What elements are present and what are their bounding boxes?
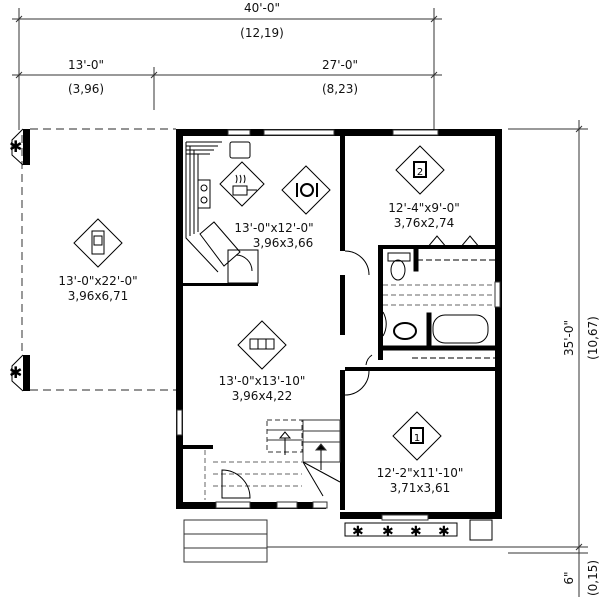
garage-outline bbox=[21, 128, 176, 391]
dimension-lines-right bbox=[508, 120, 588, 597]
foyer-tiles bbox=[204, 450, 302, 500]
plant-icon: ✱ bbox=[438, 524, 450, 540]
dimension-lines-top bbox=[12, 8, 442, 130]
entry-door[interactable] bbox=[221, 469, 251, 499]
garage-pillar-top: ✱ bbox=[9, 128, 30, 166]
bedroom-2-icon: 2 bbox=[395, 145, 445, 195]
living-window bbox=[176, 409, 183, 436]
bedroom-1-number: 1 bbox=[414, 433, 420, 444]
plant-icon: ✱ bbox=[382, 524, 394, 540]
garage-size-metric: 3,96x6,71 bbox=[68, 289, 129, 303]
overall-width-metric: (12,19) bbox=[240, 26, 284, 40]
left-width-metric: (3,96) bbox=[68, 82, 104, 96]
windows-top bbox=[227, 129, 439, 136]
kitchen-cooking-icon bbox=[219, 161, 265, 207]
living-sofa-icon bbox=[237, 320, 287, 370]
bedroom-1-size-metric: 3,71x3,61 bbox=[390, 481, 451, 495]
living-size-metric: 3,96x4,22 bbox=[232, 389, 293, 403]
entry-steps bbox=[183, 519, 508, 563]
overall-width-imperial: 40'-0" bbox=[244, 1, 280, 15]
plant-icon: ✱ bbox=[9, 363, 22, 382]
garage-car-icon bbox=[73, 218, 123, 268]
plant-icon: ✱ bbox=[9, 137, 22, 156]
planter-box: ✱ ✱ ✱ ✱ bbox=[344, 519, 493, 541]
plant-icon: ✱ bbox=[352, 524, 364, 540]
dining-plate-icon bbox=[281, 165, 331, 215]
bedroom-1-window bbox=[381, 514, 429, 521]
right-width-metric: (8,23) bbox=[322, 82, 358, 96]
garage-size-imperial: 13'-0"x22'-0" bbox=[58, 274, 137, 288]
bedroom-1-door[interactable] bbox=[344, 370, 370, 396]
offset-depth-imperial: 6" bbox=[562, 571, 576, 584]
kitchen-size-metric: 3,96x3,66 bbox=[253, 236, 314, 250]
right-width-imperial: 27'-0" bbox=[322, 58, 358, 72]
bedroom-2-size-metric: 3,76x2,74 bbox=[394, 216, 455, 230]
overall-depth-imperial: 35'-0" bbox=[562, 320, 576, 356]
bathroom-door[interactable] bbox=[382, 311, 387, 337]
living-size-imperial: 13'-0"x13'-10" bbox=[219, 374, 306, 388]
bedroom-1-size-imperial: 12'-2"x11'-10" bbox=[377, 466, 464, 480]
front-windows bbox=[215, 501, 328, 509]
kitchen-counter bbox=[185, 141, 259, 284]
garage-pillar-bottom: ✱ bbox=[9, 354, 30, 392]
bedroom-2-size-imperial: 12'-4"x9'-0" bbox=[388, 201, 460, 215]
interior-walls bbox=[183, 136, 495, 510]
bedroom-2-door[interactable] bbox=[344, 250, 370, 276]
bedroom-2-number: 2 bbox=[417, 167, 423, 178]
offset-depth-metric: (0,15) bbox=[586, 560, 600, 596]
bathroom bbox=[382, 252, 501, 351]
left-width-imperial: 13'-0" bbox=[68, 58, 104, 72]
stairs bbox=[266, 419, 341, 497]
pantry-door[interactable] bbox=[235, 254, 253, 272]
linen-closet-door[interactable] bbox=[365, 354, 373, 366]
bedroom-1-icon: 1 bbox=[392, 411, 442, 461]
closet-bedroom-2 bbox=[413, 235, 495, 272]
plant-icon: ✱ bbox=[410, 524, 422, 540]
overall-depth-metric: (10,67) bbox=[586, 316, 600, 360]
kitchen-size-imperial: 13'-0"x12'-0" bbox=[234, 221, 313, 235]
